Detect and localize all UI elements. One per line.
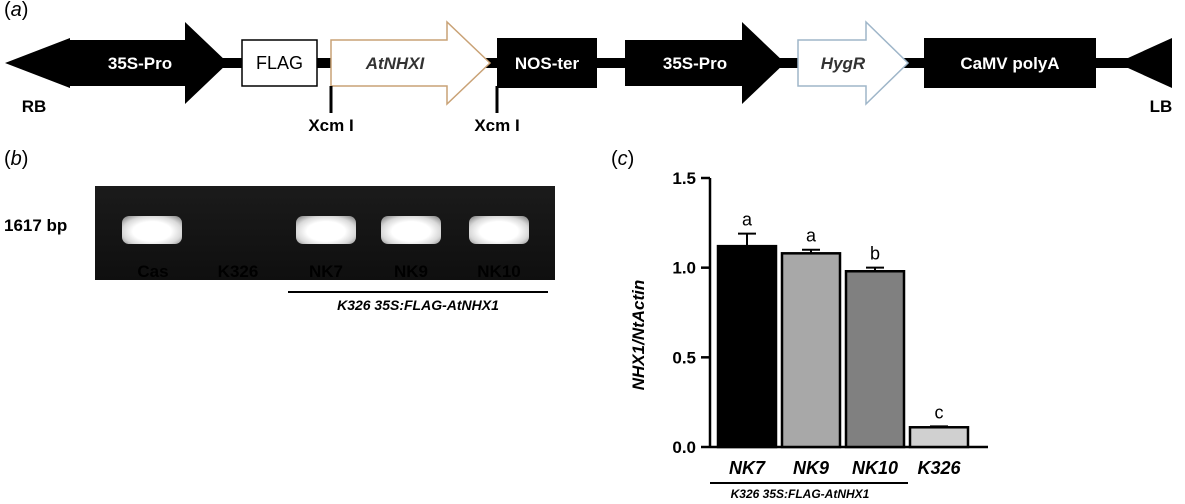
- bar: [716, 244, 778, 449]
- construct-lb-label: LB: [1150, 97, 1173, 116]
- panel-label-c: (c): [611, 148, 634, 171]
- promoter1-arrow: [68, 22, 228, 104]
- construct-diagram: RB LB 35S-Pro FLAG AtNHXI NOS-ter 35S-Pr…: [5, 20, 1173, 135]
- significance-label: a: [742, 210, 753, 230]
- lb-arrow: [1117, 38, 1172, 88]
- gel-lane-label: K326: [217, 262, 259, 281]
- construct-promoter2-label: 35S-Pro: [663, 54, 727, 73]
- x-tick-label: NK10: [852, 458, 898, 478]
- gene-arrow: [330, 20, 492, 106]
- panel-label-c-open: (: [611, 148, 618, 170]
- construct-site1-label: Xcm I: [308, 116, 353, 135]
- y-axis-title: NHX1/NtActin: [629, 280, 648, 391]
- panel-label-b-letter: b: [10, 148, 22, 170]
- panel-label-a-letter: a: [10, 0, 22, 21]
- construct-rb-label: RB: [22, 97, 47, 116]
- gel-lane-label: NK9: [393, 262, 428, 281]
- gel-group-underline: [288, 291, 548, 293]
- y-tick-label: 0.0: [672, 438, 696, 457]
- panel-label-b-open: (: [4, 148, 11, 170]
- construct-marker-label: HygR: [821, 54, 866, 73]
- x-tick-label: NK7: [729, 458, 766, 478]
- rb-arrow: [5, 38, 70, 88]
- y-tick-label: 0.5: [672, 348, 696, 367]
- construct-promoter1-label: 35S-Pro: [108, 54, 172, 73]
- gel-lane-label: NK7: [308, 262, 343, 281]
- bar: [908, 426, 970, 449]
- panel-label-a: (a): [4, 0, 28, 22]
- construct-polya-label: CaMV polyA: [960, 54, 1059, 73]
- construct-flag-label: FLAG: [256, 53, 303, 73]
- significance-label: c: [935, 402, 944, 422]
- gel-image: [95, 186, 555, 280]
- panel-label-a-close: ): [21, 0, 29, 21]
- gel-size-label: 1617 bp: [4, 216, 68, 235]
- marker-arrow: [797, 20, 910, 106]
- construct-gene-label: AtNHXI: [365, 54, 426, 73]
- terminator-box: [497, 38, 597, 88]
- panel-label-c-close: ): [627, 148, 635, 170]
- significance-label: a: [806, 226, 817, 246]
- bar: [844, 270, 906, 449]
- significance-label: b: [870, 244, 880, 264]
- flag-box: [241, 39, 318, 87]
- gel-band-nk7: [296, 216, 356, 244]
- x-tick-label: K326: [917, 458, 961, 478]
- gel-band-cas: [122, 216, 182, 244]
- gel-lane-label: Cas: [137, 262, 169, 281]
- panel-label-b: (b): [4, 148, 28, 171]
- panel-label-a-open: (: [4, 0, 11, 21]
- gel-band-nk10: [469, 216, 529, 244]
- construct-site2-label: Xcm I: [474, 116, 519, 135]
- y-tick-label: 1.5: [672, 169, 696, 188]
- construct-terminator-label: NOS-ter: [515, 54, 580, 73]
- bar: [780, 252, 842, 449]
- chart-group-label: K326 35S:FLAG-AtNHX1: [731, 487, 870, 501]
- panel-label-c-letter: c: [617, 148, 628, 170]
- x-tick-label: NK9: [793, 458, 829, 478]
- panel-label-b-close: ): [21, 148, 29, 170]
- promoter2-arrow: [625, 22, 785, 104]
- y-tick-label: 1.0: [672, 259, 696, 278]
- gel-group-label: K326 35S:FLAG-AtNHX1: [337, 297, 499, 313]
- polya-box: [924, 38, 1096, 88]
- gel-lane-label: NK10: [477, 262, 521, 281]
- gel-band-nk9: [381, 216, 441, 244]
